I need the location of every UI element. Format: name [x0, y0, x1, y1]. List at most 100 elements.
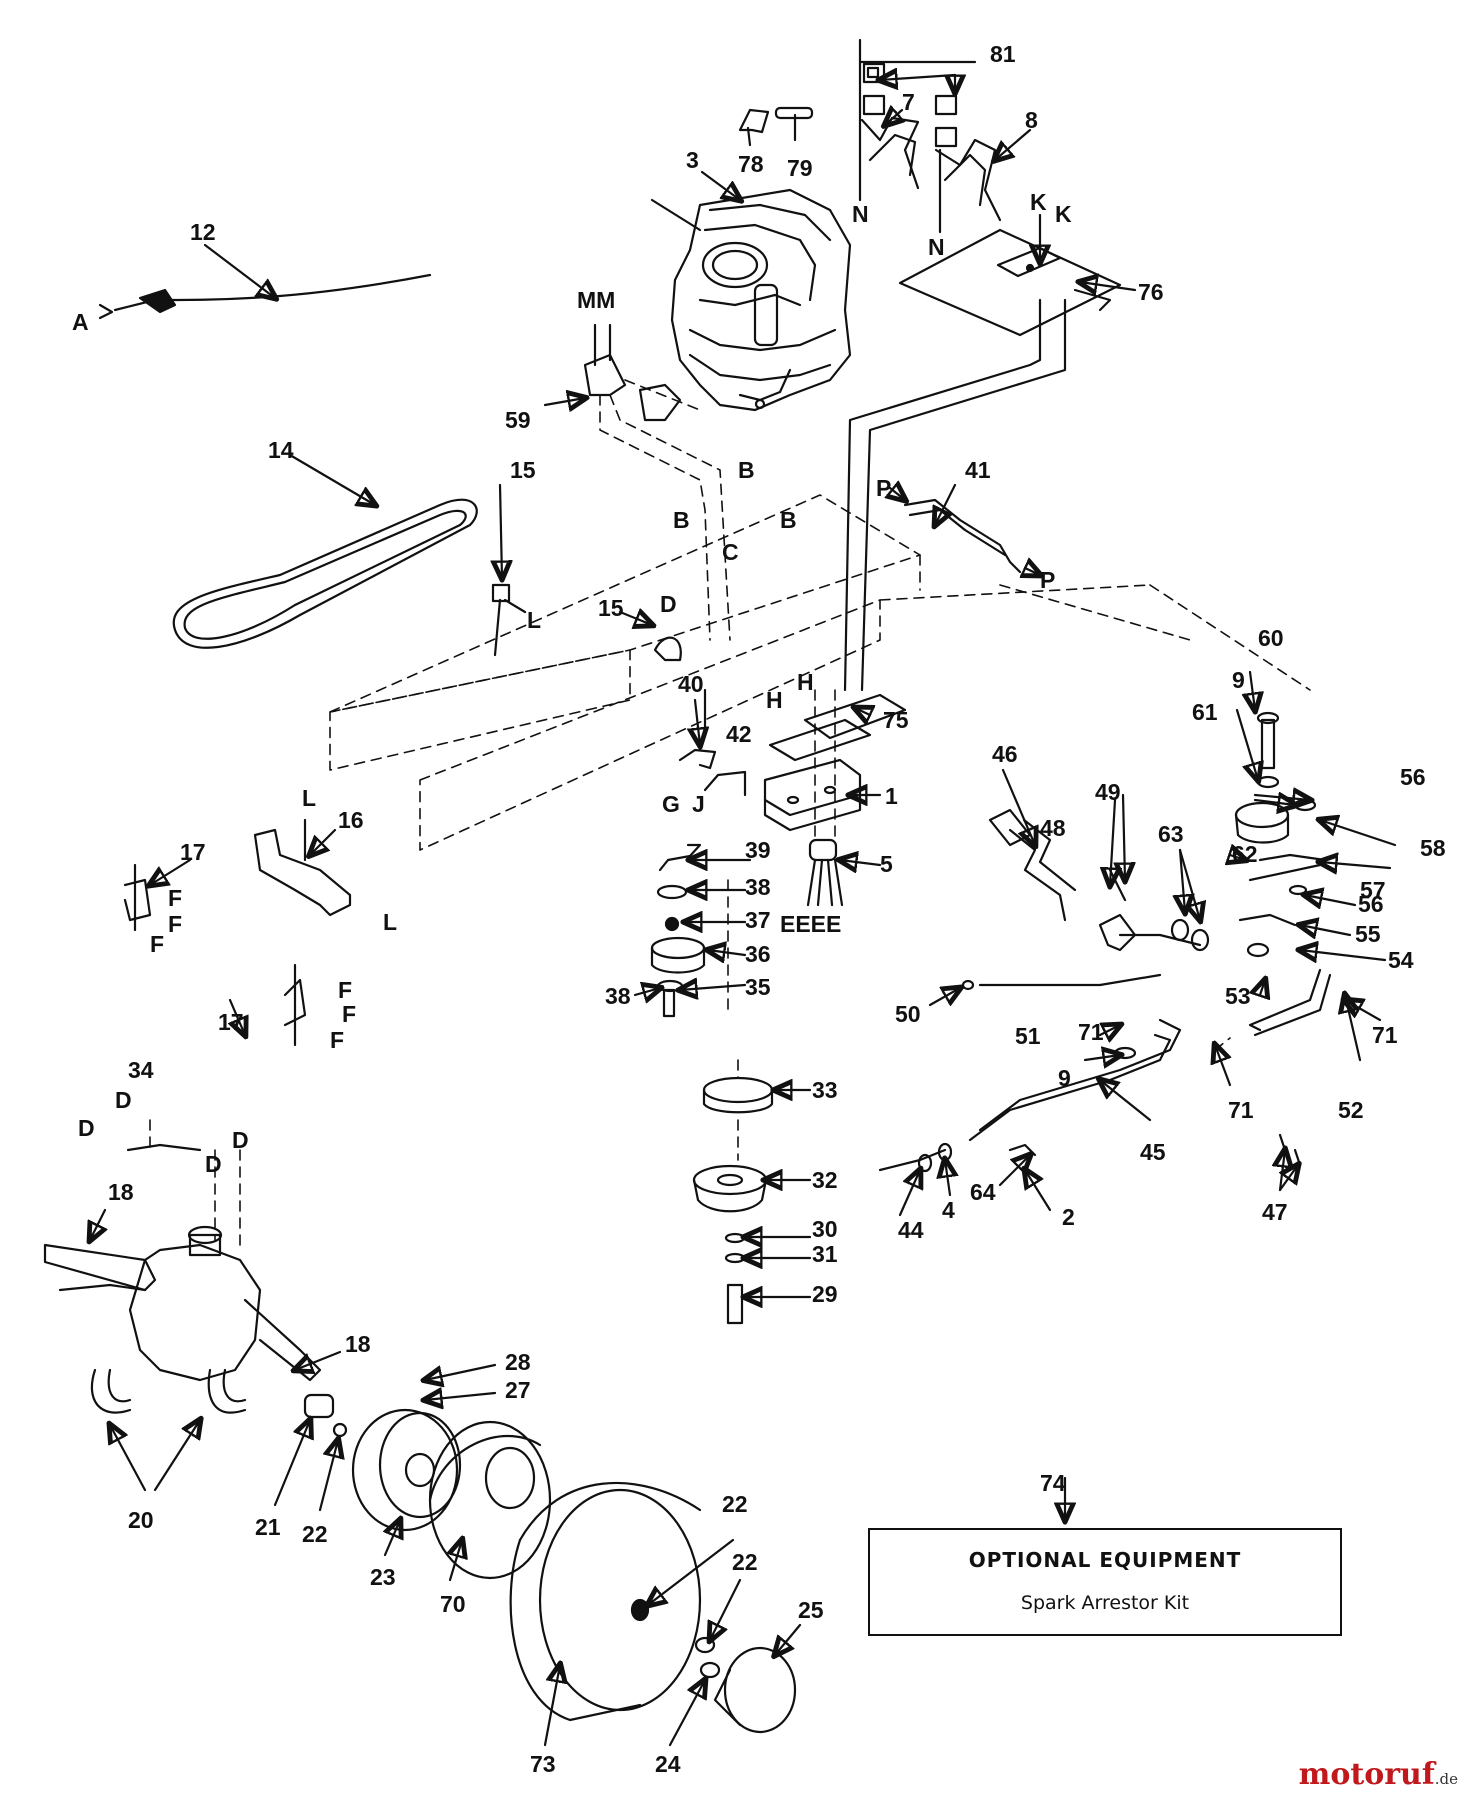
callout-76: 76: [1138, 279, 1164, 305]
callout-23: 23: [370, 1564, 396, 1590]
callout-8: 8: [1025, 107, 1038, 133]
callout-B-3: B: [780, 507, 797, 533]
cable-clip-artwork: [653, 636, 682, 662]
callout-70: 70: [440, 1591, 466, 1617]
callout-D-4: D: [232, 1127, 249, 1153]
callout-G: G: [662, 791, 680, 817]
callout-B-1: B: [738, 457, 755, 483]
callout-MM: MM: [577, 287, 615, 313]
callout-9-lower: 9: [1058, 1065, 1071, 1091]
optional-equipment-item: Spark Arrestor Kit: [1020, 1592, 1190, 1614]
callout-L-3: L: [383, 909, 397, 935]
callout-F-5: F: [342, 1001, 356, 1027]
idler-pulley-stack-artwork: [650, 879, 729, 1018]
callout-64: 64: [970, 1179, 996, 1205]
brand-watermark: motoruf.de: [1299, 1757, 1458, 1792]
callout-7: 7: [902, 89, 915, 115]
callout-50: 50: [895, 1001, 921, 1027]
callout-28: 28: [505, 1349, 531, 1375]
control-panel-artwork: [843, 228, 1122, 692]
callout-74: 74: [1040, 1470, 1066, 1496]
callout-D-3: D: [78, 1115, 95, 1141]
callout-22-left: 22: [302, 1521, 328, 1547]
watermark-suffix: .de: [1434, 1770, 1458, 1788]
callout-F-6: F: [330, 1027, 344, 1053]
callout-K-1: K: [1030, 189, 1047, 215]
callout-N-2: N: [928, 234, 945, 260]
callout-14: 14: [268, 437, 294, 463]
callout-45: 45: [1140, 1139, 1166, 1165]
callout-F-2: F: [168, 911, 182, 937]
callout-71-right: 71: [1372, 1022, 1398, 1048]
callout-15-upper: 15: [510, 457, 536, 483]
callout-D-1: D: [660, 591, 677, 617]
engine-artwork: [650, 188, 852, 412]
callout-54: 54: [1388, 947, 1414, 973]
callout-18-lower: 18: [345, 1331, 371, 1357]
leader-lines: [90, 75, 1397, 1747]
ignition-switch-artwork: [763, 689, 907, 907]
callout-63: 63: [1158, 821, 1184, 847]
callout-37: 37: [745, 907, 771, 933]
callout-H-2: H: [797, 669, 814, 695]
callout-21: 21: [255, 1514, 281, 1540]
callout-38-upper: 38: [745, 874, 771, 900]
callout-32: 32: [812, 1167, 838, 1193]
small-fittings-artwork: [738, 106, 814, 134]
callout-27: 27: [505, 1377, 531, 1403]
clutch-pulleys-artwork: [692, 1059, 774, 1325]
callout-17-lower: 17: [218, 1009, 244, 1035]
callout-L-2: L: [302, 785, 316, 811]
callout-44: 44: [898, 1217, 924, 1243]
transaxle-artwork: [43, 1119, 335, 1419]
callout-75: 75: [883, 707, 909, 733]
callout-17-upper: 17: [180, 839, 206, 865]
callout-60: 60: [1258, 625, 1284, 651]
callout-F-4: F: [338, 977, 352, 1003]
callout-B-2: B: [673, 507, 690, 533]
callout-57: 57: [1360, 877, 1386, 903]
callout-25: 25: [798, 1597, 824, 1623]
callout-31: 31: [812, 1241, 838, 1267]
callout-P-2: P: [1040, 567, 1055, 593]
callout-78: 78: [738, 151, 764, 177]
callout-2: 2: [1062, 1204, 1075, 1230]
callout-47: 47: [1262, 1199, 1288, 1225]
callout-34: 34: [128, 1057, 154, 1083]
callout-C: C: [722, 539, 739, 565]
callout-24: 24: [655, 1751, 681, 1777]
callout-20: 20: [128, 1507, 154, 1533]
callout-42: 42: [726, 721, 752, 747]
callout-L-1: L: [527, 607, 541, 633]
callout-30: 30: [812, 1216, 838, 1242]
callout-1: 1: [885, 783, 898, 809]
callout-9-upper: 9: [1232, 667, 1245, 693]
callout-F-1: F: [168, 885, 182, 911]
callout-33: 33: [812, 1077, 838, 1103]
callout-58: 58: [1420, 835, 1446, 861]
callout-D-5: D: [205, 1151, 222, 1177]
callout-4: 4: [942, 1197, 955, 1223]
callout-5: 5: [880, 851, 893, 877]
callout-P-1: P: [876, 475, 891, 501]
callout-46: 46: [992, 741, 1018, 767]
callout-40: 40: [678, 671, 704, 697]
throttle-cable-artwork: [98, 273, 432, 320]
callout-N-1: N: [852, 201, 869, 227]
callout-61: 61: [1192, 699, 1218, 725]
callout-D-2: D: [115, 1087, 132, 1113]
fuel-line-straps-artwork: [858, 38, 1002, 234]
frame-outline-artwork: [329, 494, 1311, 851]
mount-brackets-artwork: [123, 818, 352, 1047]
callout-71-lower: 71: [1228, 1097, 1254, 1123]
callout-35: 35: [745, 974, 771, 1000]
callout-62: 62: [1232, 841, 1258, 867]
callout-18-upper: 18: [108, 1179, 134, 1205]
callout-16: 16: [338, 807, 364, 833]
callout-49: 49: [1095, 779, 1121, 805]
callout-3: 3: [686, 147, 699, 173]
callout-J: J: [692, 791, 705, 817]
callout-79: 79: [787, 155, 813, 181]
callout-41: 41: [965, 457, 991, 483]
